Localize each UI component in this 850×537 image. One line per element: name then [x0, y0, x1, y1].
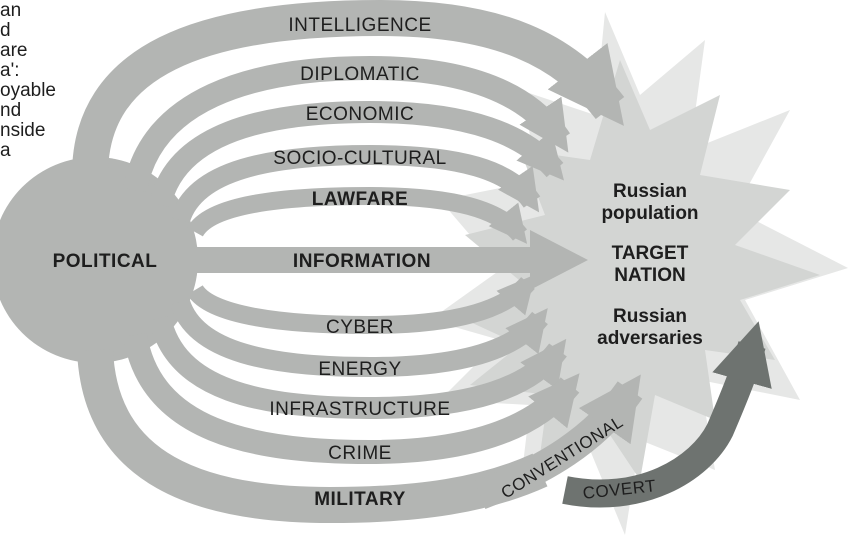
cyber-label: CYBER [326, 317, 394, 338]
target-line-2: population [601, 203, 698, 224]
political-hub [0, 157, 198, 363]
crime-label: CRIME [328, 443, 392, 464]
target-line-4: NATION [614, 265, 685, 286]
caption-fragment-line-5: oyable [0, 80, 56, 101]
cyber-arrow [187, 274, 536, 335]
caption-fragment-line-2: d [0, 20, 11, 41]
caption-fragment-line-6: nd [0, 100, 21, 121]
crime-arrow [123, 332, 580, 465]
socio-cultural-arrow [170, 144, 541, 224]
caption-fragment-line-7: nside [0, 120, 45, 141]
target-line-5: Russian [613, 306, 687, 327]
socio-cultural-label: SOCIO-CULTURAL [273, 148, 446, 169]
infrastructure-arrow [149, 315, 567, 420]
intelligence-arrow [72, 0, 625, 176]
diplomatic-label: DIPLOMATIC [300, 64, 420, 85]
energy-label: ENERGY [318, 359, 401, 380]
information-label: INFORMATION [293, 251, 431, 272]
upper-channel-arrows [72, 0, 625, 244]
lawfare-label: LAWFARE [312, 189, 408, 210]
diplomatic-arrow [123, 55, 570, 193]
intelligence-label: INTELLIGENCE [288, 15, 431, 36]
target-line-3: TARGET [612, 243, 689, 264]
infrastructure-label: INFRASTRUCTURE [269, 399, 450, 420]
covert-arrow [562, 321, 772, 508]
target-line-1: Russian [613, 181, 687, 202]
economic-arrow [149, 100, 565, 208]
target-line-6: adversaries [597, 328, 703, 349]
hub-label: POLITICAL [53, 251, 158, 272]
conventional-arrow [474, 374, 643, 509]
energy-arrow [170, 298, 548, 378]
lawfare-arrow [187, 186, 528, 244]
caption-fragment-line-8: a [0, 140, 11, 161]
military-arrow [77, 348, 548, 524]
caption-fragment-line-4: a': [0, 60, 19, 81]
caption-fragment-line-3: are [0, 40, 27, 61]
lower-channel-arrows [77, 274, 580, 524]
military-label: MILITARY [314, 489, 406, 510]
economic-label: ECONOMIC [306, 104, 415, 125]
information-arrow [190, 230, 588, 290]
caption-fragment-line-1: an [0, 0, 21, 21]
